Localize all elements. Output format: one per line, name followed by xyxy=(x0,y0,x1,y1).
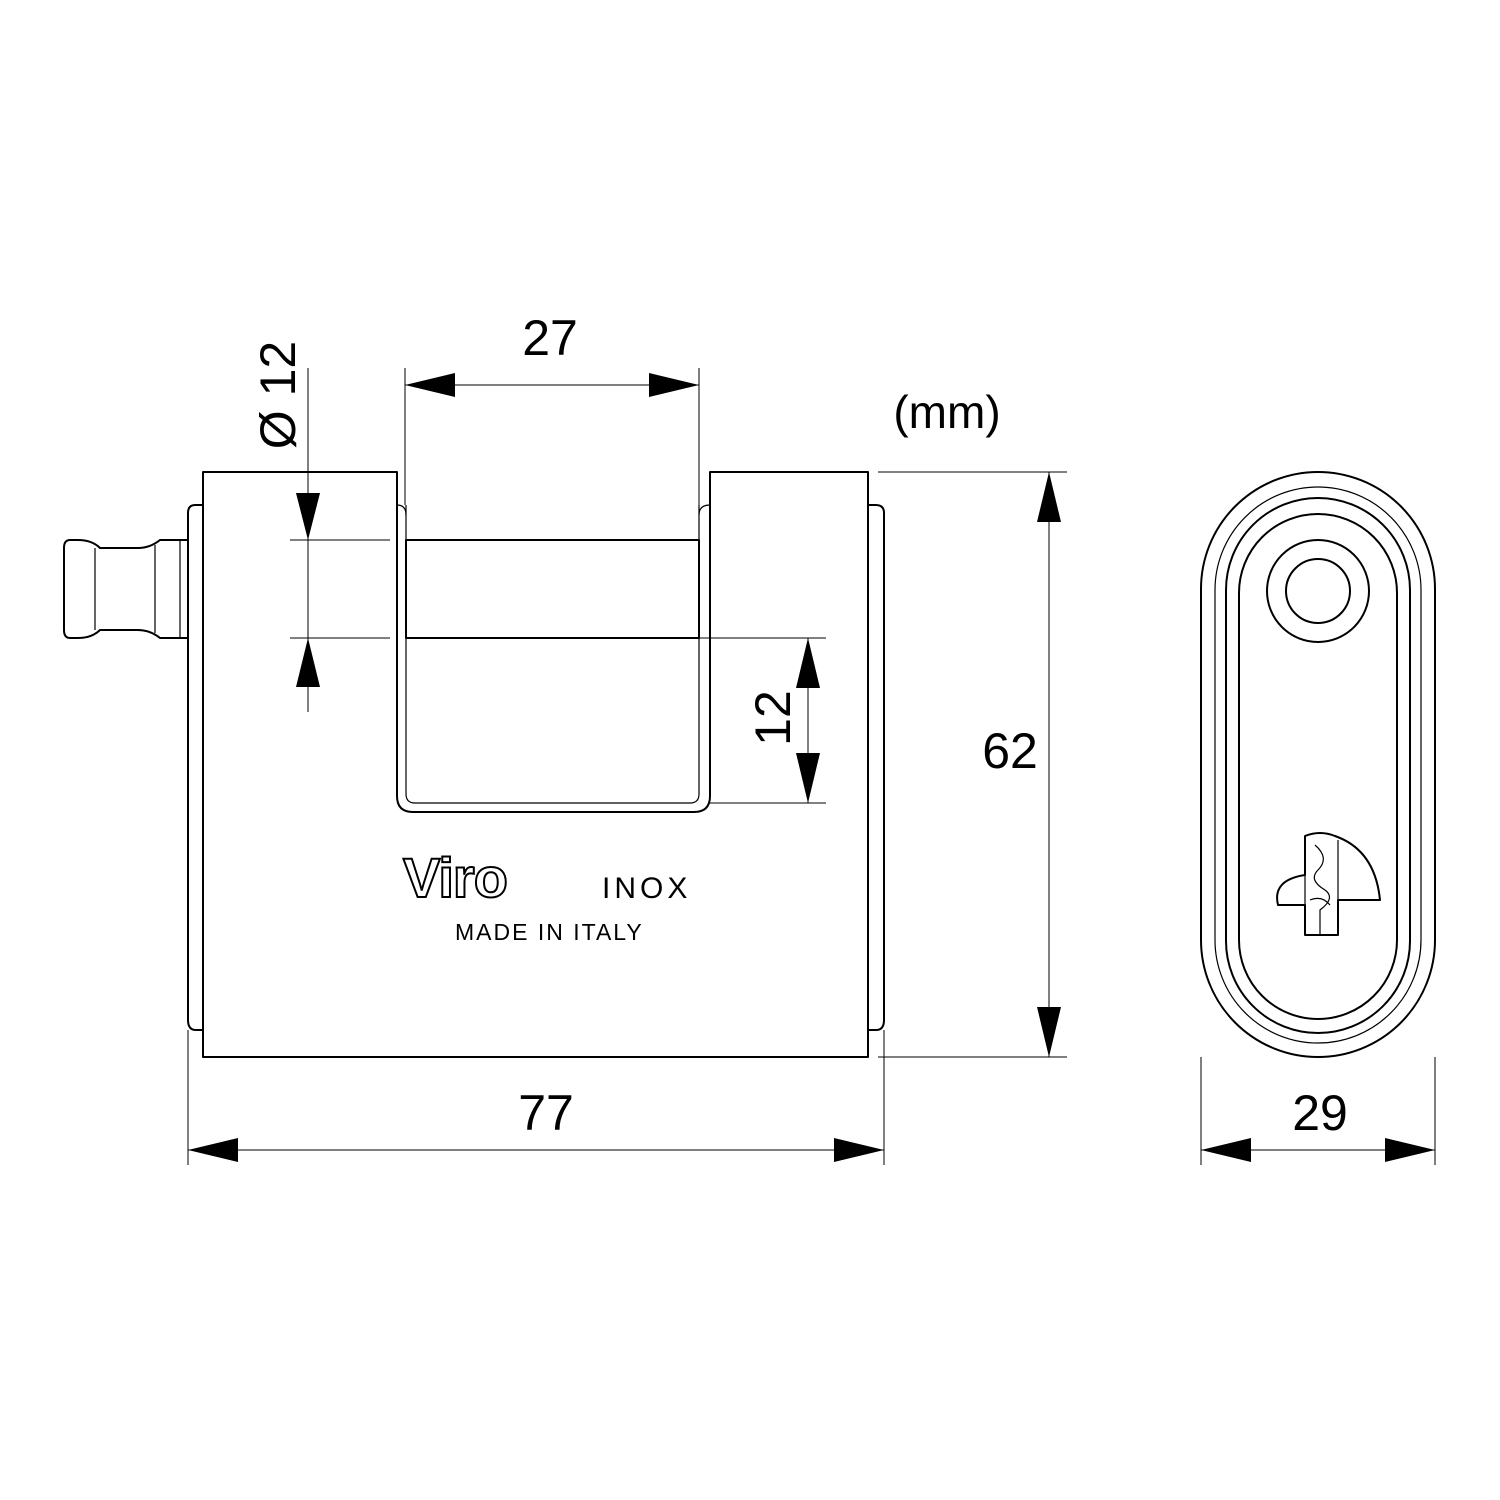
side-rim-2 xyxy=(1225,497,1411,1034)
bolt-end-knob xyxy=(63,539,189,639)
origin-label: MADE IN ITALY xyxy=(455,919,644,945)
dim-shackle-gap: 27 xyxy=(522,310,578,366)
front-dimensions: 27 Ø 12 12 62 77 (mm) xyxy=(187,310,1067,1165)
dim-body-height: 62 xyxy=(982,723,1038,779)
units-label: (mm) xyxy=(893,386,1000,438)
keyhole-icon xyxy=(1276,832,1381,936)
side-dimensions: 29 xyxy=(1200,1057,1436,1165)
side-outer-outline xyxy=(1200,471,1436,1058)
opening-left-chamfer xyxy=(396,504,407,516)
locking-bolt xyxy=(405,539,700,639)
material-label: INOX xyxy=(602,872,691,905)
dim-bolt-diameter: Ø 12 xyxy=(250,341,306,449)
dim-body-width: 77 xyxy=(518,1085,574,1141)
dim-bolt-clearance: 12 xyxy=(745,690,801,746)
dim-body-depth: 29 xyxy=(1292,1085,1348,1141)
right-side-plate xyxy=(867,504,885,1031)
bolt-hole-outer xyxy=(1266,539,1370,643)
side-inner-face xyxy=(1238,513,1398,1020)
side-rim-1 xyxy=(1214,486,1422,1044)
front-view: Viro INOX MADE IN ITALY xyxy=(63,471,885,1058)
bolt-hole-inner xyxy=(1285,558,1351,624)
lock-body-outline xyxy=(202,471,869,1058)
brand-logo: Viro xyxy=(403,846,507,909)
opening-inner-edge xyxy=(405,505,700,804)
opening-right-chamfer xyxy=(698,504,711,516)
left-side-plate xyxy=(187,504,204,1031)
side-view xyxy=(1200,471,1436,1058)
